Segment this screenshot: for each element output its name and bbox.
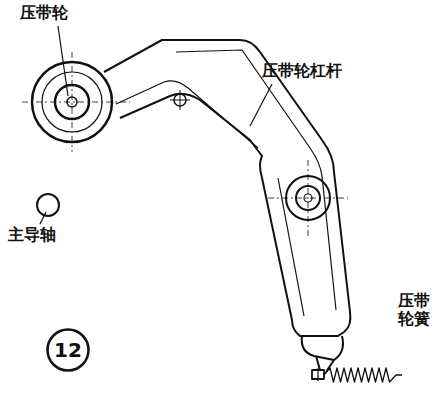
lever-outline [104,40,350,336]
arm-pin-cross [170,90,190,110]
part-label: 主导轴 [8,226,56,244]
pivot-hole [296,186,320,210]
part-label: 压带轮杠杆 [262,62,342,80]
pressure-roller [32,62,112,142]
part-label: 压带轮 [20,4,68,22]
screw-slot [317,368,318,381]
leader-line [58,26,68,96]
spring-coil [324,368,402,382]
lever-web [116,50,336,316]
leader-line [250,84,272,126]
pivot-center [304,194,312,202]
leader-line [40,212,46,224]
pivot-boss [286,176,330,220]
spring-clip [302,336,343,372]
capstan [37,194,59,216]
figure-number-circle: 12 [46,328,90,372]
circle-outline-shape [48,330,89,371]
spring-coil-path [324,368,402,382]
figure-number: 12 [54,338,82,362]
center-lines [22,52,348,236]
part-label: 压带 轮簧 [398,292,433,329]
